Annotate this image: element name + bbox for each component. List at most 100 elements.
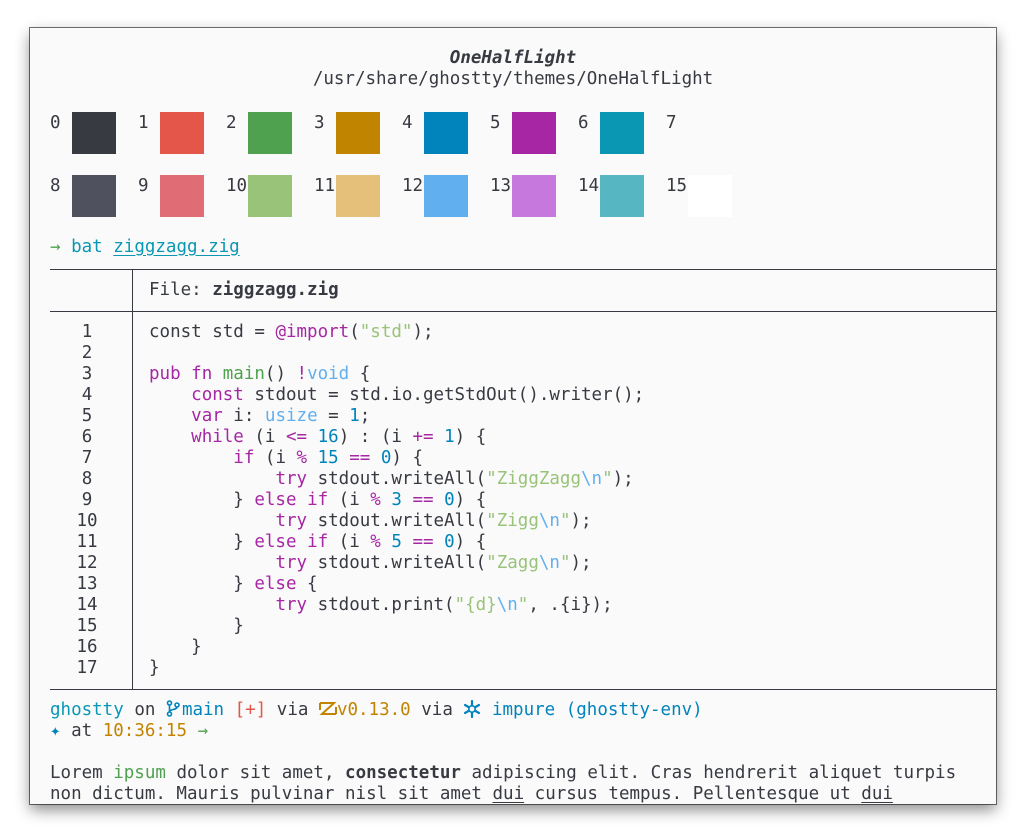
- prompt-at: at: [71, 721, 93, 741]
- code-token: );: [570, 511, 592, 531]
- code-token: [402, 532, 413, 552]
- code-line: } else if (i % 3 == 0) {: [149, 490, 486, 511]
- palette-index-0: 0: [50, 113, 61, 133]
- code-token: "{d}: [454, 595, 497, 615]
- palette-swatch-6: [600, 112, 644, 154]
- code-token: [381, 490, 392, 510]
- code-token: [149, 385, 191, 405]
- code-token: {: [349, 364, 371, 384]
- code-token: if: [307, 532, 329, 552]
- code-line: } else {: [149, 574, 317, 595]
- prompt-git-status: [+]: [234, 700, 267, 720]
- palette-index-14: 14: [578, 176, 600, 196]
- code-token: ) {: [454, 490, 487, 510]
- code-token: while: [191, 427, 244, 447]
- line-number: 4: [81, 385, 93, 405]
- prompt-nix-env: impure (ghostty-env): [491, 700, 703, 720]
- palette-index-6: 6: [578, 113, 589, 133]
- code-token: 0: [444, 532, 455, 552]
- code-token: [149, 406, 191, 426]
- code-token: (i: [328, 490, 371, 510]
- code-token: }: [149, 532, 255, 552]
- code-token: ==: [412, 532, 434, 552]
- code-token: try: [275, 553, 308, 573]
- code-token: i:: [222, 406, 265, 426]
- palette-index-12: 12: [402, 176, 424, 196]
- theme-path: /usr/share/ghostty/themes/OneHalfLight: [312, 69, 714, 89]
- palette-swatch-0: [72, 112, 116, 154]
- code-token: 1: [444, 427, 455, 447]
- line-number: 2: [81, 343, 93, 363]
- palette-swatch-15: [688, 175, 732, 217]
- code-token: ;: [359, 406, 371, 426]
- code-token: stdout.writeAll(: [307, 469, 487, 489]
- code-token: }: [149, 490, 255, 510]
- code-token: stdout = std.io.getStdOut().writer();: [243, 385, 645, 405]
- code-line: }: [149, 616, 244, 637]
- code-token: 0: [380, 448, 392, 468]
- prompt-dir: ghostty: [50, 700, 124, 720]
- code-token: \n: [581, 469, 603, 489]
- code-token: !: [296, 364, 308, 384]
- code-line: try stdout.writeAll("Zigg\n");: [149, 511, 592, 532]
- code-token: \n: [538, 511, 560, 531]
- line-number: 9: [81, 490, 93, 510]
- code-line: const std = @import("std");: [149, 322, 434, 343]
- code-token: fn: [191, 364, 223, 384]
- palette-swatch-9: [160, 175, 204, 217]
- palette-index-4: 4: [402, 113, 413, 133]
- palette-swatch-13: [512, 175, 556, 217]
- code-token: [149, 595, 275, 615]
- lorem-text: ipsum: [113, 763, 166, 783]
- code-token: "std": [359, 322, 413, 342]
- line-number: 15: [76, 616, 98, 636]
- code-token: %: [296, 448, 308, 468]
- code-token: 0: [444, 490, 455, 510]
- code-token: main: [222, 364, 265, 384]
- code-token: ) {: [391, 448, 424, 468]
- palette-index-7: 7: [666, 113, 677, 133]
- code-line: if (i % 15 == 0) {: [149, 448, 423, 469]
- code-token: ": [559, 553, 571, 573]
- git-branch-icon: [166, 700, 180, 717]
- code-token: ) {: [454, 427, 487, 447]
- palette-index-1: 1: [138, 113, 149, 133]
- palette-index-10: 10: [226, 176, 248, 196]
- code-line: }: [149, 637, 202, 658]
- line-number: 12: [76, 553, 98, 573]
- code-token: ) {: [454, 532, 487, 552]
- code-token: [149, 469, 275, 489]
- code-token: "Zigg: [486, 511, 539, 531]
- code-line: var i: usize = 1;: [149, 406, 370, 427]
- palette-swatch-11: [336, 175, 380, 217]
- code-token: [402, 490, 413, 510]
- code-token: [297, 490, 308, 510]
- code-token: 16: [317, 427, 339, 447]
- palette-index-3: 3: [314, 113, 325, 133]
- lorem-text: cursus tempus. Pellentesque ut: [524, 784, 862, 804]
- code-token: if: [307, 490, 329, 510]
- code-token: \n: [496, 595, 518, 615]
- code-token: }: [149, 658, 160, 678]
- code-token: [307, 448, 318, 468]
- lorem-link[interactable]: dui: [861, 784, 893, 804]
- palette-swatch-12: [424, 175, 468, 217]
- command-arg-link[interactable]: ziggzagg.zig: [113, 237, 240, 257]
- code-token: try: [275, 595, 308, 615]
- code-token: \n: [538, 553, 560, 573]
- palette-index-9: 9: [138, 176, 149, 196]
- code-token: else: [254, 490, 297, 510]
- lorem-text: dolor sit amet,: [165, 763, 346, 783]
- code-token: if: [233, 448, 255, 468]
- prompt-time: 10:36:15: [102, 721, 188, 741]
- command-line: → bat ziggzagg.zig: [50, 237, 240, 258]
- code-token: 5: [391, 532, 402, 552]
- terminal-window[interactable]: OneHalfLight /usr/share/ghostty/themes/O…: [30, 28, 996, 804]
- code-token: void: [307, 364, 350, 384]
- theme-name: OneHalfLight: [449, 48, 577, 68]
- lorem-link[interactable]: dui: [492, 784, 525, 804]
- line-number: 16: [76, 637, 98, 657]
- lorem-text: consectetur: [345, 763, 461, 783]
- code-token: );: [570, 553, 592, 573]
- code-token: }: [149, 574, 255, 594]
